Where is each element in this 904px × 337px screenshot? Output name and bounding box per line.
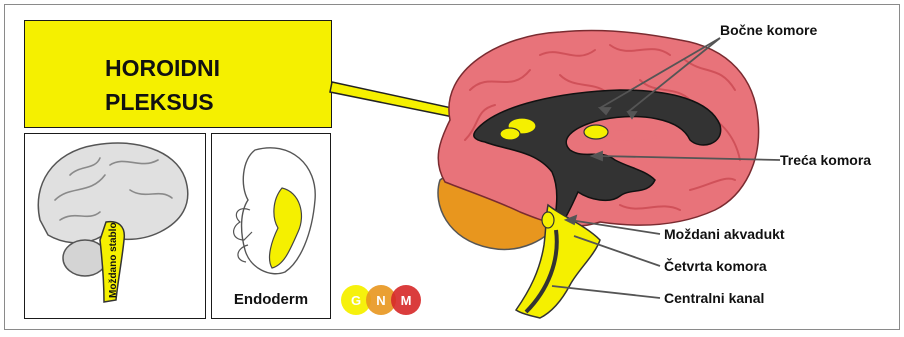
logo-letter-n: N	[376, 293, 385, 308]
embryo-illustration	[234, 148, 316, 274]
gnm-logo: G N M	[341, 285, 421, 315]
logo-letter-m: M	[401, 293, 412, 308]
label-third-ventricle: Treća komora	[780, 152, 871, 168]
label-lateral-ventricles: Bočne komore	[720, 22, 817, 38]
endoderm-label: Endoderm	[234, 291, 308, 308]
choroid-plexus-third	[584, 125, 608, 139]
brainstem-panel-label: Moždano stablo	[108, 222, 119, 298]
label-aqueduct: Moždani akvadukt	[664, 226, 785, 242]
logo-letter-g: G	[351, 293, 361, 308]
label-fourth-ventricle: Četvrta komora	[664, 258, 767, 274]
choroid-plexus-fourth	[542, 212, 554, 228]
choroid-plexus-lateral-2	[500, 128, 520, 140]
label-central-canal: Centralni kanal	[664, 290, 764, 306]
